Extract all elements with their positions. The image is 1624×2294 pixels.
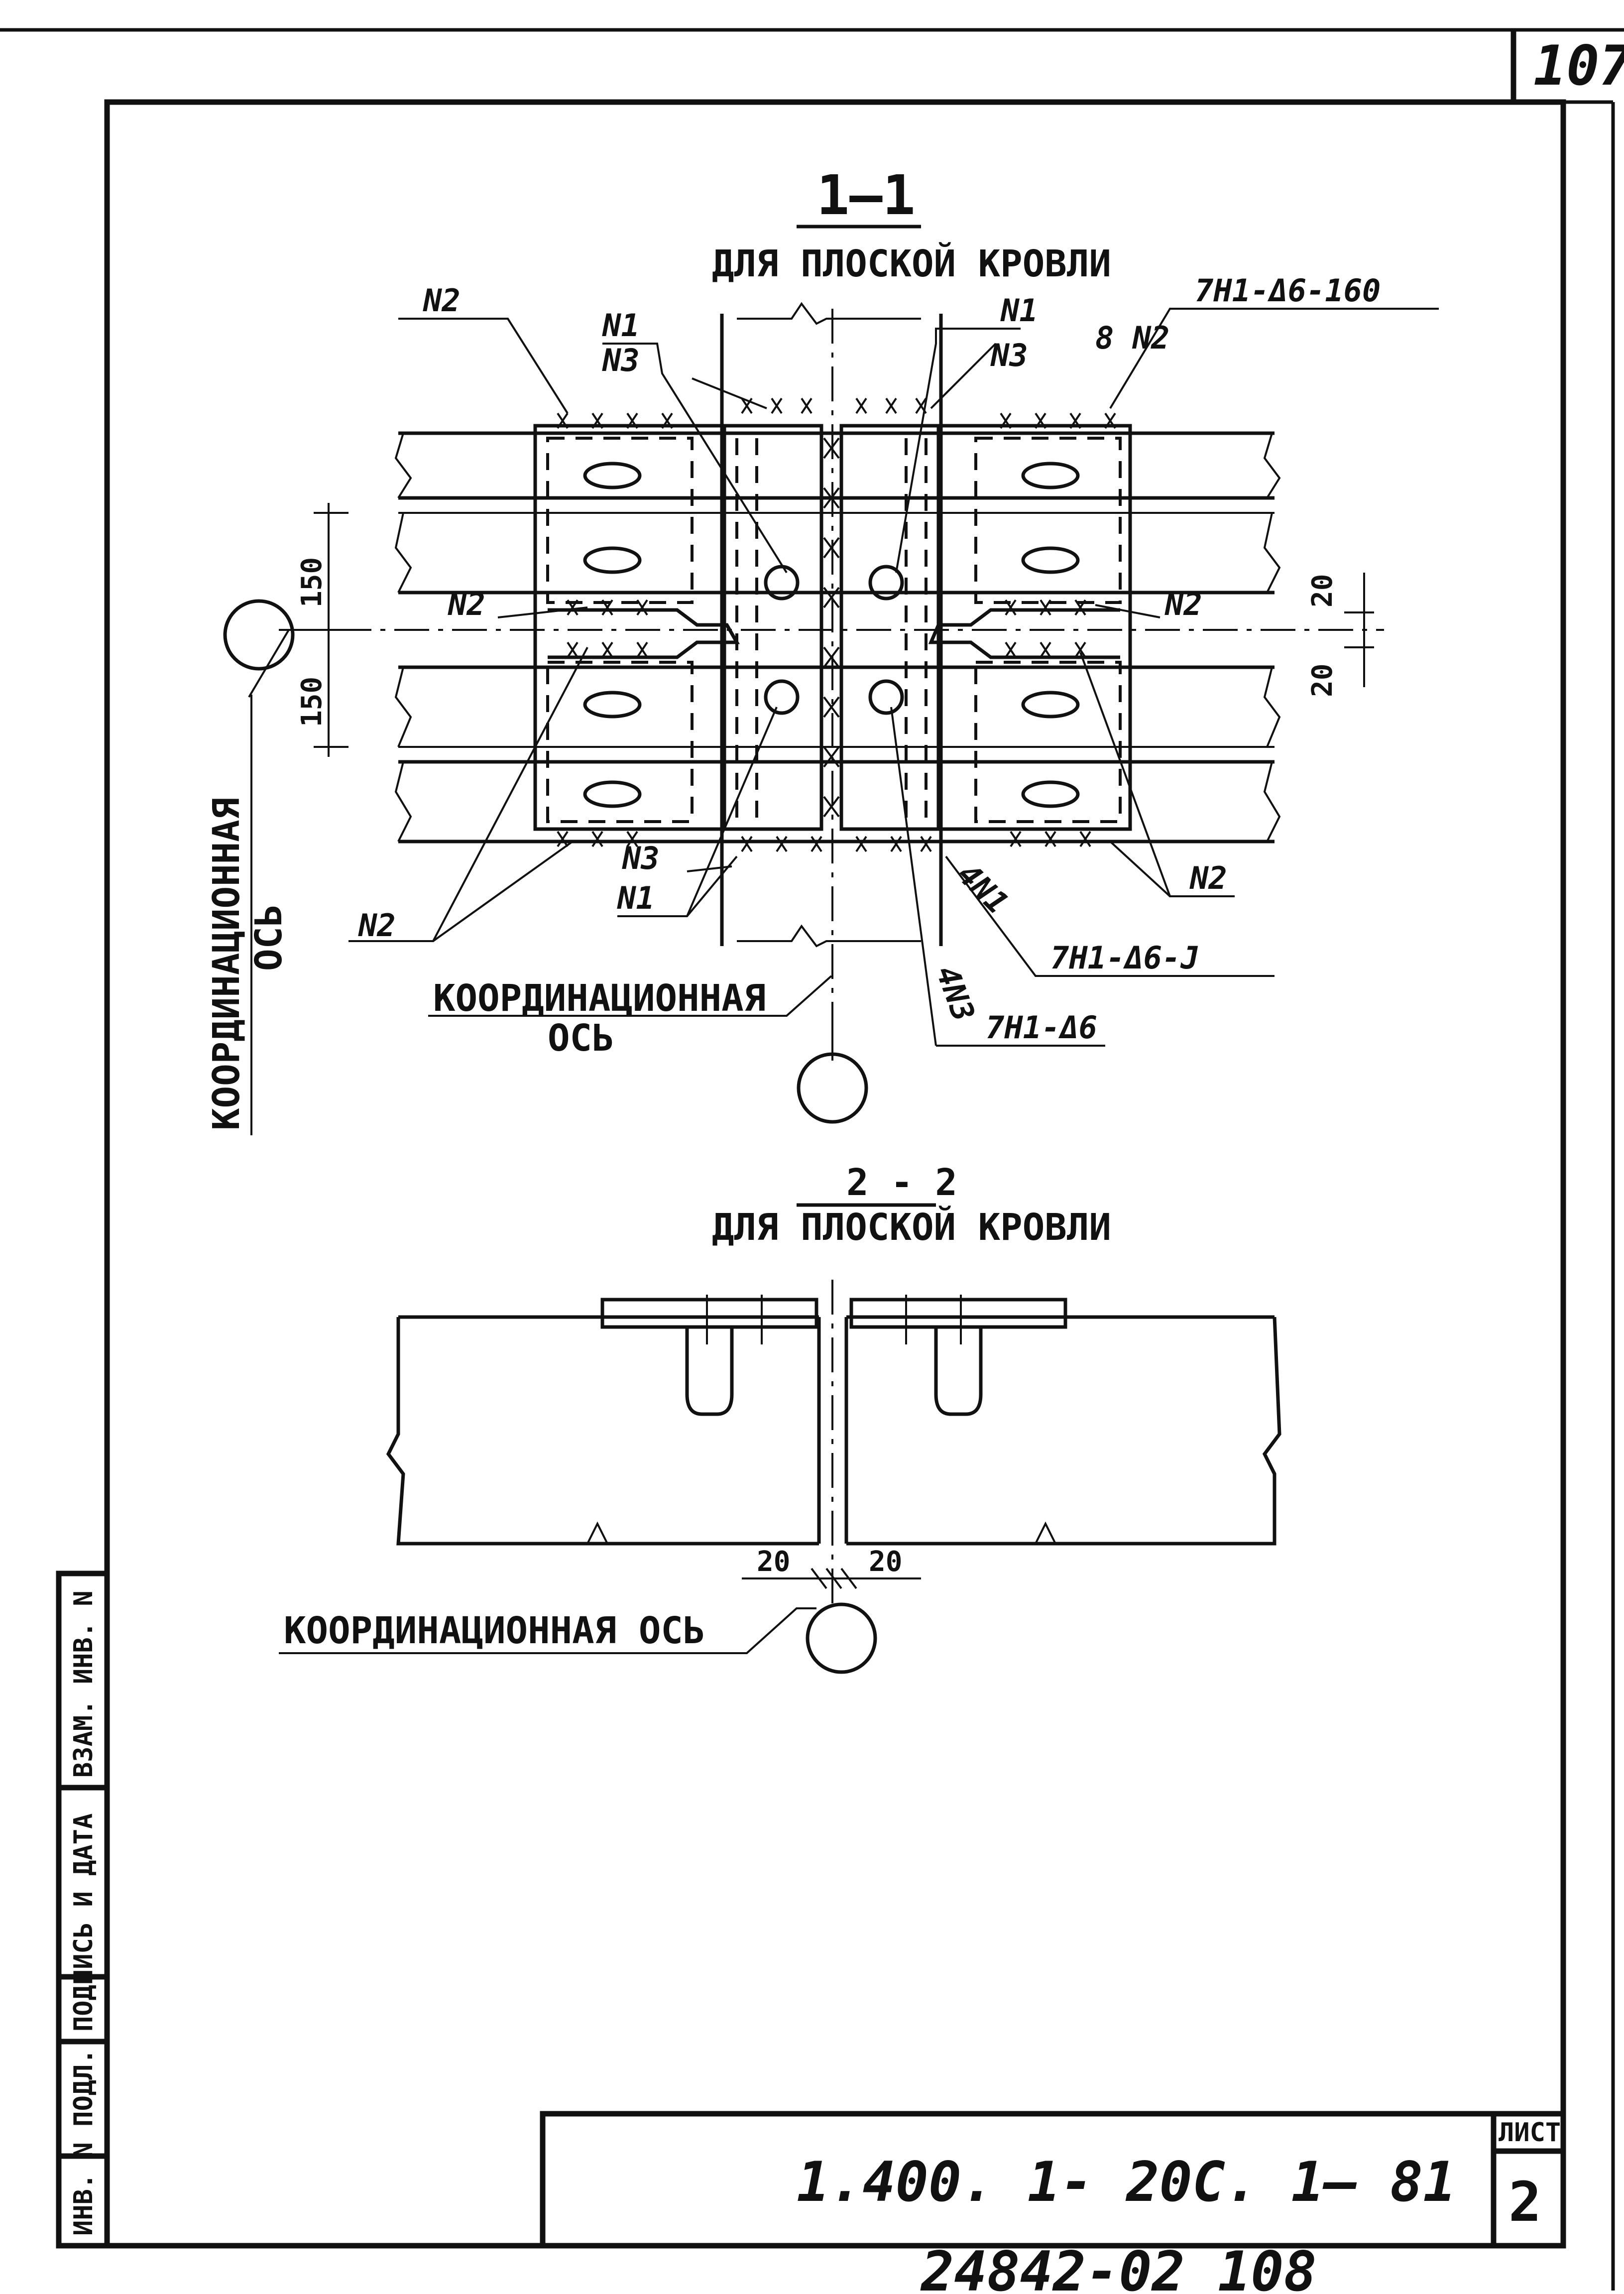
label-n2-bottom-left: N2 [358,907,396,944]
section-1-plan [223,302,1439,1135]
label-n3-bottom: N3 [622,840,660,876]
label-n2-mid-right: N2 [1164,586,1202,622]
stamp-vzam-inv: ВЗАМ. ИНВ. N [69,1590,99,1778]
title-block [540,2111,1566,2249]
page-number: 107 [1533,34,1624,98]
label-weld-top-right: 7Н1-Δ6-160 [1195,272,1381,309]
section-1-title: 1—1 [816,163,916,227]
stamp-podpis-data: ПОДПИСЬ И ДАТА [69,1813,99,2032]
label-n2-top-right: 8 N2 [1095,320,1169,356]
label-n2-bottom-right: N2 [1189,860,1227,896]
section-2-title: 2 - 2 [846,1161,957,1204]
sheet-frame [0,28,1624,2291]
section-2-profile [279,1280,1281,1674]
label-4n1: 4N1 [950,856,1016,921]
section-1-subtitle: ДЛЯ ПЛОСКОЙ КРОВЛИ [712,241,1111,285]
label-n3-top: N3 [602,342,640,378]
label-n1-top: N1 [602,307,640,344]
bolt-slots [583,462,1080,808]
axis-vertical-label-1: КООРДИНАЦИОННАЯ [205,798,248,1130]
dim-20-lower: 20 [1306,664,1339,697]
dim-150-upper: 150 [296,557,328,607]
axis-horizontal-label-1: КООРДИНАЦИОННАЯ [433,977,766,1020]
stamp-inv-podl: ИНВ. N ПОДЛ. [69,2049,99,2236]
sheet-number: 2 [1508,2170,1541,2234]
label-4n3: 4N3 [929,961,982,1026]
label-n1-top-right: N1 [1000,292,1038,329]
label-n3-top-right: N3 [990,337,1028,373]
section-2-subtitle: ДЛЯ ПЛОСКОЙ КРОВЛИ [712,1205,1111,1249]
label-n1-bottom: N1 [617,880,655,916]
section-2-dim-left: 20 [757,1546,790,1578]
label-weld-bottom: 7Н1-Δ6-Ј [1050,940,1199,976]
section-2-dim-right: 20 [869,1546,902,1578]
axis-vertical-label-2: ОСЬ [247,904,290,971]
dim-150-lower: 150 [296,677,328,727]
label-n2-top-left: N2 [423,282,461,319]
drawing-code: 1.400. 1- 20С. 1— 81 [797,2150,1456,2214]
section-2-axis-label: КООРДИНАЦИОННАЯ ОСЬ [284,1609,705,1652]
dim-20-upper: 20 [1306,574,1339,607]
label-n2-mid-left: N2 [448,586,485,622]
sheet-label: ЛИСТ [1499,2118,1561,2148]
archive-number: 24842-02 108 [920,2240,1317,2294]
axis-horizontal-label-2: ОСЬ [548,1017,614,1060]
label-weld-small: 7Н1-Δ6 [986,1009,1097,1046]
side-stamp [56,1570,110,2249]
